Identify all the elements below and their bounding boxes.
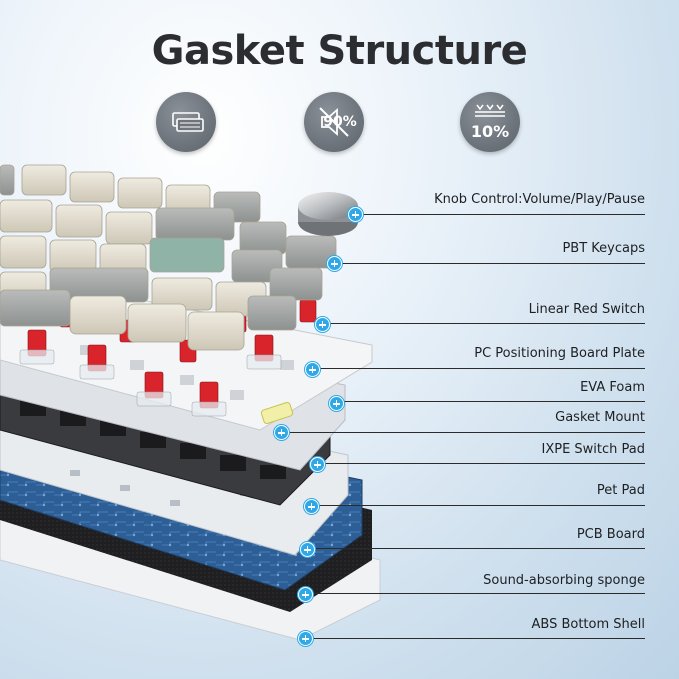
callout-dot-keycaps (327, 256, 342, 271)
pbt-keycaps (0, 165, 336, 350)
callout-dot-eva (329, 396, 344, 411)
callout-line-pcb (312, 548, 645, 549)
callout-line-shell (310, 638, 645, 639)
callout-line-plate (318, 368, 645, 369)
callout-dot-shell (298, 631, 313, 646)
callout-dot-knob (348, 207, 363, 222)
label-pc-plate: PC Positioning Board Plate (474, 346, 645, 361)
label-pet-pad: Pet Pad (597, 483, 645, 498)
callout-line-gasket (286, 432, 645, 433)
callout-dot-sponge (298, 587, 313, 602)
label-knob-control: Knob Control:Volume/Play/Pause (434, 192, 645, 207)
label-ixpe-pad: IXPE Switch Pad (541, 442, 645, 457)
callout-dot-gasket (274, 425, 289, 440)
label-eva-foam: EVA Foam (580, 380, 645, 395)
label-abs-bottom-shell: ABS Bottom Shell (532, 617, 646, 632)
callout-line-knob (362, 214, 645, 215)
callout-dot-switch (315, 317, 330, 332)
callout-dot-pcb (300, 542, 315, 557)
callout-line-keycaps (338, 263, 645, 264)
label-pbt-keycaps: PBT Keycaps (562, 241, 645, 256)
callout-line-pet (316, 505, 645, 506)
callout-dot-pet (304, 499, 319, 514)
callout-line-sponge (310, 593, 645, 594)
callout-dot-plate (305, 362, 320, 377)
callout-dot-ixpe (310, 457, 325, 472)
label-pcb-board: PCB Board (577, 527, 645, 542)
callout-line-switch (326, 323, 645, 324)
label-sound-sponge: Sound-absorbing sponge (483, 573, 645, 588)
label-linear-red-switch: Linear Red Switch (529, 302, 645, 317)
label-gasket-mount: Gasket Mount (555, 410, 645, 425)
callout-line-eva (340, 401, 645, 402)
callout-line-ixpe (322, 463, 645, 464)
